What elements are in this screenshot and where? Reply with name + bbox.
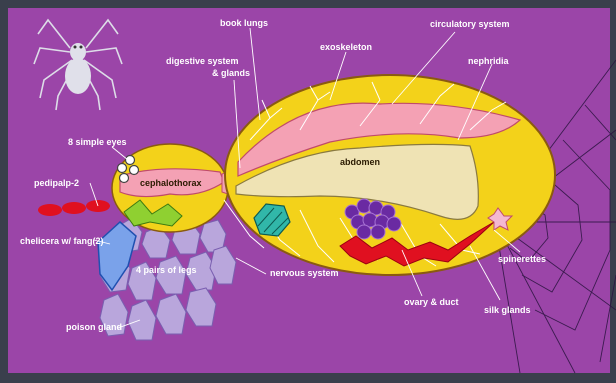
label-chelicera: chelicera w/ fang(2): [20, 236, 104, 246]
label-spinnerettes: spinerettes: [498, 254, 546, 264]
label-legs: 4 pairs of legs: [136, 265, 197, 275]
spider-icon-body: [65, 58, 91, 94]
label-pedipalp: pedipalp-2: [34, 178, 79, 188]
label-ovary-duct: ovary & duct: [404, 297, 459, 307]
spider-icon-eyes: [74, 46, 77, 49]
label-book-lungs: book lungs: [220, 18, 268, 28]
label-nephridia: nephridia: [468, 56, 509, 66]
label-exoskeleton: exoskeleton: [320, 42, 372, 52]
label-cephalothorax: cephalothorax: [140, 178, 202, 188]
label-digestive-glands: & glands: [212, 68, 250, 78]
label-circulatory-system: circulatory system: [430, 19, 510, 29]
label-nervous-system: nervous system: [270, 268, 339, 278]
label-simple-eyes: 8 simple eyes: [68, 137, 127, 147]
label-digestive-system: digestive system: [166, 56, 239, 66]
label-abdomen: abdomen: [340, 157, 380, 167]
label-silk-glands: silk glands: [484, 305, 531, 315]
label-poison-gland: poison gland: [66, 322, 122, 332]
spider-icon-eyes-2: [80, 46, 83, 49]
